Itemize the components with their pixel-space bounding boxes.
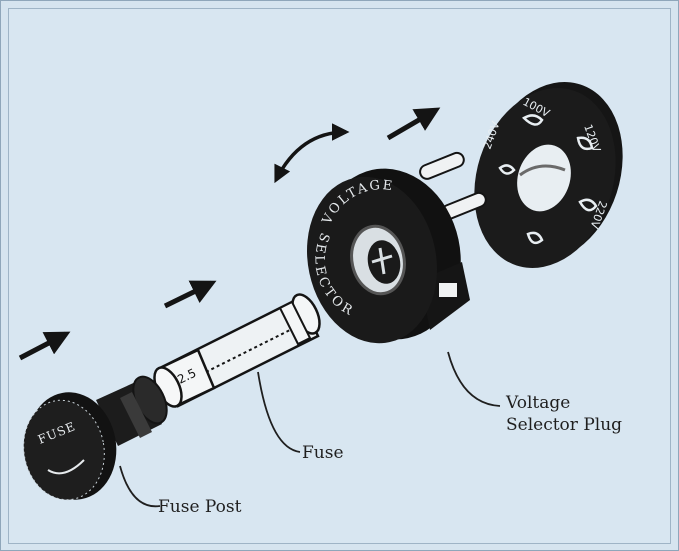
arrow-left-icon: [18, 331, 71, 361]
fuse-post-label: Fuse Post: [158, 497, 242, 517]
voltage-dial: 100V 120V 220V 240V: [474, 82, 623, 268]
arrow-right-icon: [386, 107, 441, 141]
leader-plug: [447, 351, 501, 407]
leader-fuse-post: [119, 465, 161, 508]
direction-arrows: [18, 107, 441, 361]
rotation-arrow-icon: [274, 123, 350, 184]
fuse-post: FUSE: [23, 375, 168, 501]
arrow-middle-icon: [163, 280, 217, 309]
plug-label-line1: Voltage: [505, 393, 570, 413]
fuse-cartridge: 2.5: [153, 293, 321, 408]
voltage-selector-plug: VOLTAGE SELECTOR: [307, 151, 487, 344]
leader-fuse: [257, 371, 301, 453]
plug-label-line2: Selector Plug: [506, 415, 622, 435]
leader-lines: [119, 351, 501, 508]
fuse-label: Fuse: [302, 443, 344, 463]
